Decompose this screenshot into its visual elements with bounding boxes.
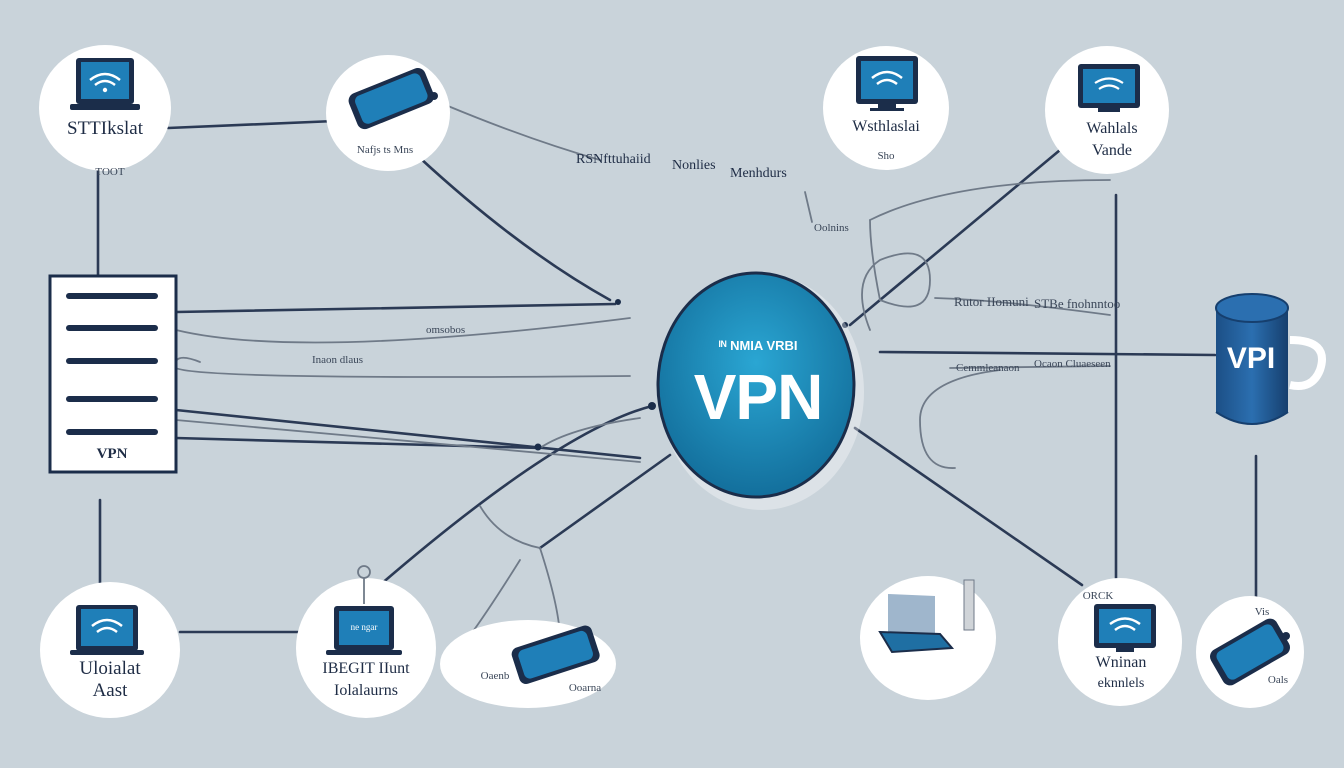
server-icon[interactable] [48, 274, 178, 474]
database-icon[interactable] [1215, 293, 1326, 425]
link-server-hub-3 [174, 436, 542, 450]
laptop-wifi-icon[interactable] [70, 605, 144, 655]
vpn-hub-title: ᴵᴺ NMIA VRBI [718, 338, 798, 353]
link-hub-bottomrouter [538, 453, 672, 550]
annotation: STBe fnohnntoo [1034, 296, 1121, 311]
node-sublabel-bottom-router: Ooarna [568, 682, 602, 694]
laptop-wifi-icon[interactable] [70, 58, 140, 110]
link-hub-bottomright [853, 426, 1084, 587]
link-server-hub-1 [174, 302, 617, 314]
pin-icon [357, 565, 371, 604]
node-label2-bottom-left: Aast [92, 680, 128, 701]
router-icon[interactable] [1207, 616, 1293, 689]
annotation: omsobos [426, 324, 466, 336]
server-label: VPN [96, 446, 128, 462]
monitor-wifi-icon[interactable] [856, 56, 918, 111]
annotation: Inaon dlaus [312, 354, 364, 366]
router-icon[interactable] [346, 66, 438, 132]
laptop-icon[interactable] [326, 606, 402, 655]
annotation: Oolnins [814, 222, 849, 234]
node-label-top-router: Nafjs ts Mns [356, 144, 414, 156]
connections [96, 119, 1258, 634]
node-label1-bottom-laptop: IBEGIT IIunt [322, 660, 410, 677]
vpn-hub-label: VPN [693, 361, 824, 433]
node-sublabel-bottom-right-router: Oals [1267, 674, 1289, 686]
storage-box-icon[interactable] [878, 579, 975, 654]
annotation: Rutor IIomuni [954, 294, 1029, 309]
node-label-bottom-router: Oaenb [480, 670, 510, 682]
monitor-wifi-icon[interactable] [1078, 64, 1140, 112]
link-server-hub-2 [174, 408, 642, 460]
node-label1-bottom-right-monitor: Wninan [1095, 654, 1147, 671]
laptop-screen-text: ne ngar [350, 622, 378, 632]
annotation: Cemmleanaon [956, 362, 1020, 374]
junction-dots [534, 299, 848, 451]
annotation: Menhdurs [730, 166, 787, 181]
annotation: RSNfttuhaiid [576, 152, 651, 167]
annotation: Nonlies [672, 158, 716, 173]
node-label-top-mid-right: Wsthlaslai [852, 118, 920, 135]
node-top-bottom-right-monitor: ORCK [1082, 590, 1114, 602]
node-label2-bottom-laptop: Iolalaurns [334, 682, 398, 699]
node-sublabel-top-left: TOOT [95, 166, 125, 178]
link-topleft-router [166, 119, 337, 130]
link-hub-topright [848, 148, 1062, 327]
monitor-wifi-icon[interactable] [1094, 604, 1156, 652]
database-label: VPI [1226, 342, 1276, 375]
link-router-hub [418, 156, 612, 302]
node-label1-bottom-left: Uloialat [79, 658, 141, 679]
node-label-top-right: Wahlals Vande [1086, 120, 1138, 159]
node-label2-bottom-right-monitor: eknnlels [1097, 676, 1145, 691]
node-label-top-left: STTIkslat [67, 118, 143, 139]
annotation: Ocaon Cluaeseen [1034, 358, 1111, 370]
link-hub-db [878, 350, 1217, 357]
router-icon[interactable] [510, 624, 602, 686]
link-hub-bottomlaptop [378, 404, 654, 587]
node-sublabel-top-mid-right: Sho [877, 150, 895, 162]
vpn-hub-icon[interactable] [656, 271, 864, 510]
connections-light [174, 105, 1111, 661]
node-label-bottom-right-router: Vis [1254, 606, 1270, 618]
